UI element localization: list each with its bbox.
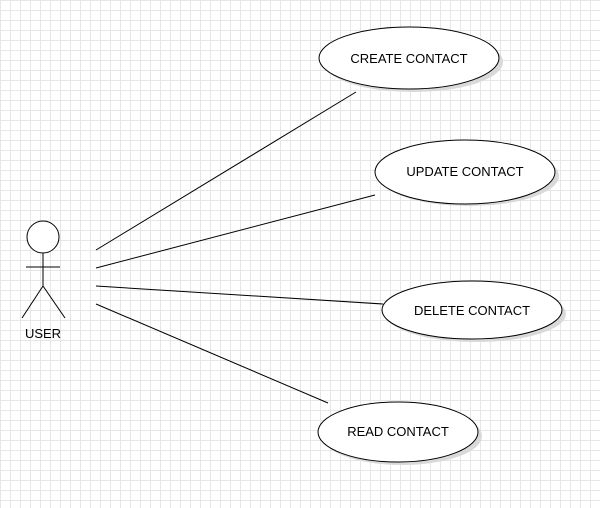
use-case-label: DELETE CONTACT: [414, 303, 530, 318]
actor-left-leg: [21, 285, 44, 319]
use-case-ellipse: [318, 26, 500, 90]
actor-right-leg: [42, 285, 66, 319]
association-update[interactable]: [95, 194, 376, 269]
association-delete[interactable]: [95, 285, 384, 305]
use-case-read-contact[interactable]: READ CONTACT: [317, 401, 482, 465]
use-case-label: READ CONTACT: [347, 424, 449, 439]
use-case-ellipse: [317, 401, 479, 463]
actor-label: USER: [25, 326, 61, 341]
use-case-create-contact[interactable]: CREATE CONTACT: [318, 26, 503, 92]
associations: [95, 91, 384, 404]
use-case-ellipse: [381, 280, 563, 340]
use-case-label: UPDATE CONTACT: [406, 164, 523, 179]
use-case-update-contact[interactable]: UPDATE CONTACT: [374, 139, 559, 206]
use-case-delete-contact[interactable]: DELETE CONTACT: [381, 280, 566, 342]
use-case-ellipse: [374, 139, 556, 205]
actor-head: [26, 220, 60, 254]
use-case-label: CREATE CONTACT: [350, 51, 467, 66]
actor-user[interactable]: [21, 220, 66, 319]
association-read[interactable]: [95, 303, 329, 404]
association-create[interactable]: [95, 91, 357, 251]
